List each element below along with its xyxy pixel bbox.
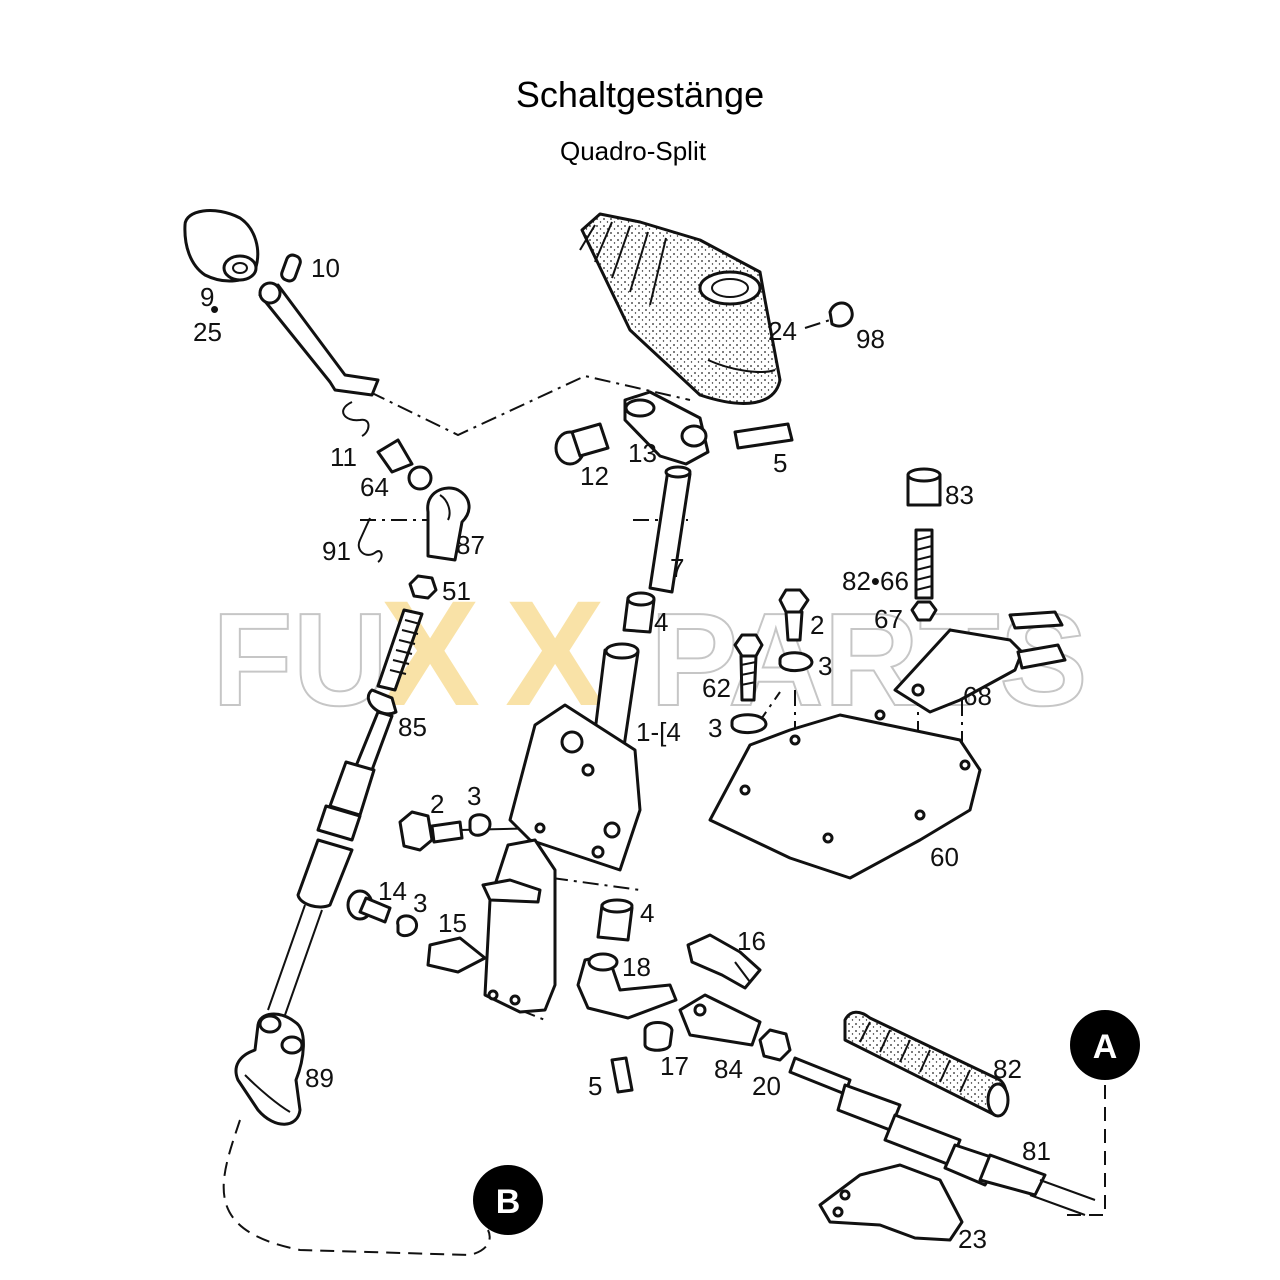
plate-68 [893, 610, 1067, 714]
bushing-17 [643, 1021, 674, 1052]
ball-socket [426, 486, 471, 562]
spacer-83 [906, 467, 942, 507]
bushing-upper [622, 591, 656, 634]
label-83: 83 [945, 480, 974, 510]
label-5-low: 5 [588, 1071, 602, 1101]
rubber-gaiter [579, 212, 782, 405]
label-14: 14 [378, 876, 407, 906]
fork-84 [678, 993, 762, 1047]
callout-b: B [473, 1165, 543, 1235]
label-13: 13 [628, 438, 657, 468]
cable-81 [788, 1056, 1096, 1216]
label-3-left: 3 [467, 781, 481, 811]
label-9: 9 [200, 282, 214, 312]
label-3-right: 3 [818, 651, 832, 681]
label-10: 10 [311, 253, 340, 283]
label-85: 85 [398, 712, 427, 742]
label-2-left: 2 [430, 789, 444, 819]
nut-20 [758, 1028, 792, 1062]
clip-98 [828, 301, 854, 328]
watermark-x2: X [505, 569, 605, 737]
label-16: 16 [737, 926, 766, 956]
label-15: 15 [438, 908, 467, 938]
label-91: 91 [322, 536, 351, 566]
label-67: 67 [874, 604, 903, 634]
label-62: 62 [702, 673, 731, 703]
callout-b-label: B [496, 1183, 521, 1221]
label-89: 89 [305, 1063, 334, 1093]
bolt-62 [730, 633, 768, 734]
yoke-13 [623, 390, 710, 466]
nut-67 [910, 600, 938, 622]
label-84: 84 [714, 1054, 743, 1084]
spring-clip [357, 517, 383, 563]
label-68: 68 [963, 681, 992, 711]
label-82: 82 [993, 1054, 1022, 1084]
label-87: 87 [456, 530, 485, 560]
label-51: 51 [442, 576, 471, 606]
part-labels: 9 25 10 11 64 91 87 51 85 89 24 98 12 13… [193, 253, 1051, 1254]
cable-bracket-23 [818, 1163, 964, 1242]
base-plate-60 [708, 709, 982, 880]
label-3-low: 3 [413, 888, 427, 918]
label-25: 25 [193, 317, 222, 347]
nut-51 [408, 574, 438, 600]
label-60: 60 [930, 842, 959, 872]
label-17: 17 [660, 1051, 689, 1081]
label-24: 24 [768, 316, 797, 346]
roll-pin-bottom [610, 1056, 634, 1094]
label-5-top: 5 [773, 448, 787, 478]
pin-10 [280, 253, 302, 283]
ball-stud [376, 438, 433, 491]
mounting-bracket [481, 838, 557, 1014]
bolt-14 [346, 889, 487, 974]
diagram-subtitle: Quadro-Split [560, 136, 706, 166]
label-4-top: 4 [654, 607, 668, 637]
bolt-12 [554, 422, 610, 466]
gear-knob [183, 209, 260, 283]
label-4-low: 4 [640, 898, 654, 928]
label-2-right: 2 [810, 610, 824, 640]
bolt-2-right [778, 588, 814, 672]
label-23: 23 [958, 1224, 987, 1254]
cable-assembly [267, 608, 424, 1016]
diagram-title: Schaltgestänge [515, 74, 765, 115]
bushing-lower [596, 898, 634, 942]
watermark-left: FU [212, 586, 388, 733]
label-82-66: 82•66 [842, 566, 909, 596]
lever-18 [576, 952, 678, 1020]
label-11: 11 [330, 442, 357, 472]
label-18: 18 [622, 952, 651, 982]
label-3-mid: 3 [708, 713, 722, 743]
callout-a-label: A [1093, 1028, 1118, 1066]
label-dot: • [210, 294, 219, 324]
label-1-4: 1-[4 [636, 717, 681, 747]
shift-housing [508, 703, 642, 872]
label-20: 20 [752, 1071, 781, 1101]
label-7: 7 [670, 553, 684, 583]
clip-11 [342, 401, 370, 437]
bolt-2-left [398, 810, 492, 852]
cable-boot-82 [843, 1010, 1010, 1118]
roll-pin-top [733, 422, 794, 450]
clevis-clip-16 [686, 933, 762, 990]
pivot-block [234, 1012, 305, 1126]
stud-82-66 [914, 528, 934, 600]
shift-lever [258, 281, 380, 397]
shaft-top [664, 465, 692, 479]
callout-a: A [1070, 1010, 1140, 1080]
label-64: 64 [360, 472, 389, 502]
label-12: 12 [580, 461, 609, 491]
label-81: 81 [1022, 1136, 1051, 1166]
label-98: 98 [856, 324, 885, 354]
